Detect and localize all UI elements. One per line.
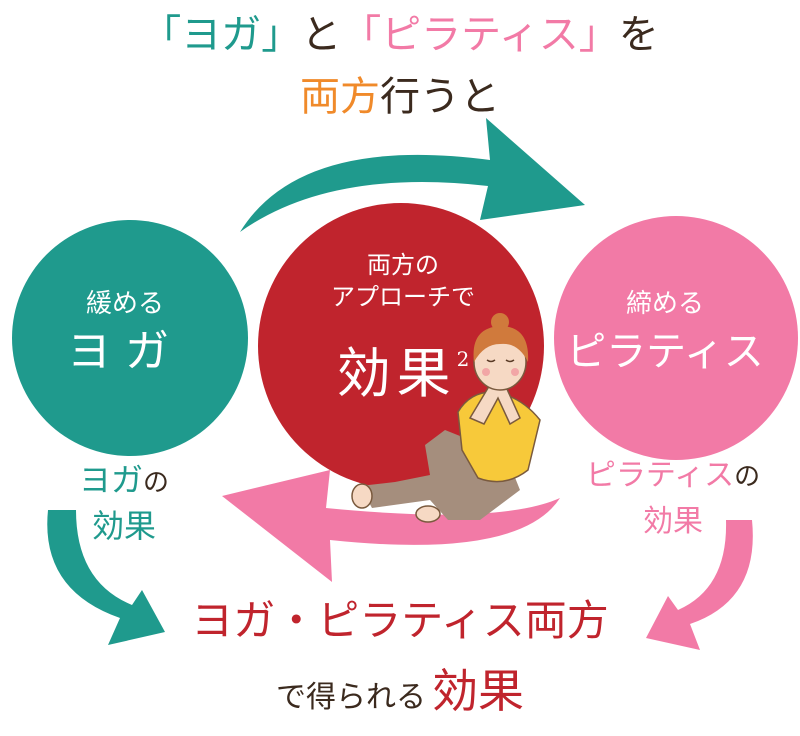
yoga-effect-no: の [143,468,170,498]
woman-foot-right [415,505,441,523]
headline-pilates: ピラティス [381,12,579,58]
yoga-down-arrow [47,510,165,645]
yoga-effect-line-1: ヨガの [44,460,204,503]
headline-yoga: ヨガ [181,12,262,58]
yoga-circle [12,220,248,456]
bracket-close-2: 」 [578,12,619,58]
yoga-effect-line-2: 効果 [91,507,156,545]
woman-hair-bun [491,313,509,331]
yoga-circle-title: ヨガ [67,326,183,377]
pink-return-arrow [222,470,560,582]
pilates-down-arrow [646,520,753,650]
woman-foot-left [351,483,373,509]
conclusion-line-2: で得られる効果 [0,664,800,725]
pilates-circle-title: ピラティス [566,329,764,375]
woman-cheek-right [511,368,519,376]
headline-line-2: 両方行うと [0,72,800,122]
conclusion-big: 効果 [432,664,524,718]
headline-wo: を [618,12,659,58]
bracket-open-1: 「 [141,12,182,58]
headline-line-1: 「ヨガ」と「ピラティス」を [0,10,800,60]
headline-do: 行うと [380,74,500,120]
effect-circle-title: 効果2 [258,328,548,405]
headline-to: と [301,12,342,58]
pilates-effect-name: ピラティス [585,458,735,493]
woman-cheek-left [482,368,490,376]
conclusion-line-1: ヨガ・ピラティス両方 [191,596,609,645]
effect-circle-line-2: アプローチで [331,283,475,311]
bracket-close-1: 」 [261,12,302,58]
pilates-effect-no: の [734,462,761,492]
top-teal-arrow [240,118,585,232]
headline-both: 両方 [300,74,380,120]
pilates-circle [554,216,798,460]
conclusion-small: で得られる [276,680,426,715]
woman-hair [473,326,529,362]
yoga-circle-subtitle: 緩める [85,289,164,319]
pilates-circle-subtitle: 締める [625,289,704,319]
pilates-effect-line-2: 効果 [643,504,703,539]
woman-yoga-illustration [351,313,541,523]
effect-circle-superscript: 2 [456,347,470,371]
bracket-open-2: 「 [341,12,382,58]
pilates-effect-line-1: ピラティスの [548,456,798,497]
effect-circle-line-1: 両方の [367,251,439,279]
effect-circle-title-text: 効果 [336,342,457,405]
woman-eyes [486,359,515,363]
yoga-effect-name: ヨガ [78,461,143,499]
